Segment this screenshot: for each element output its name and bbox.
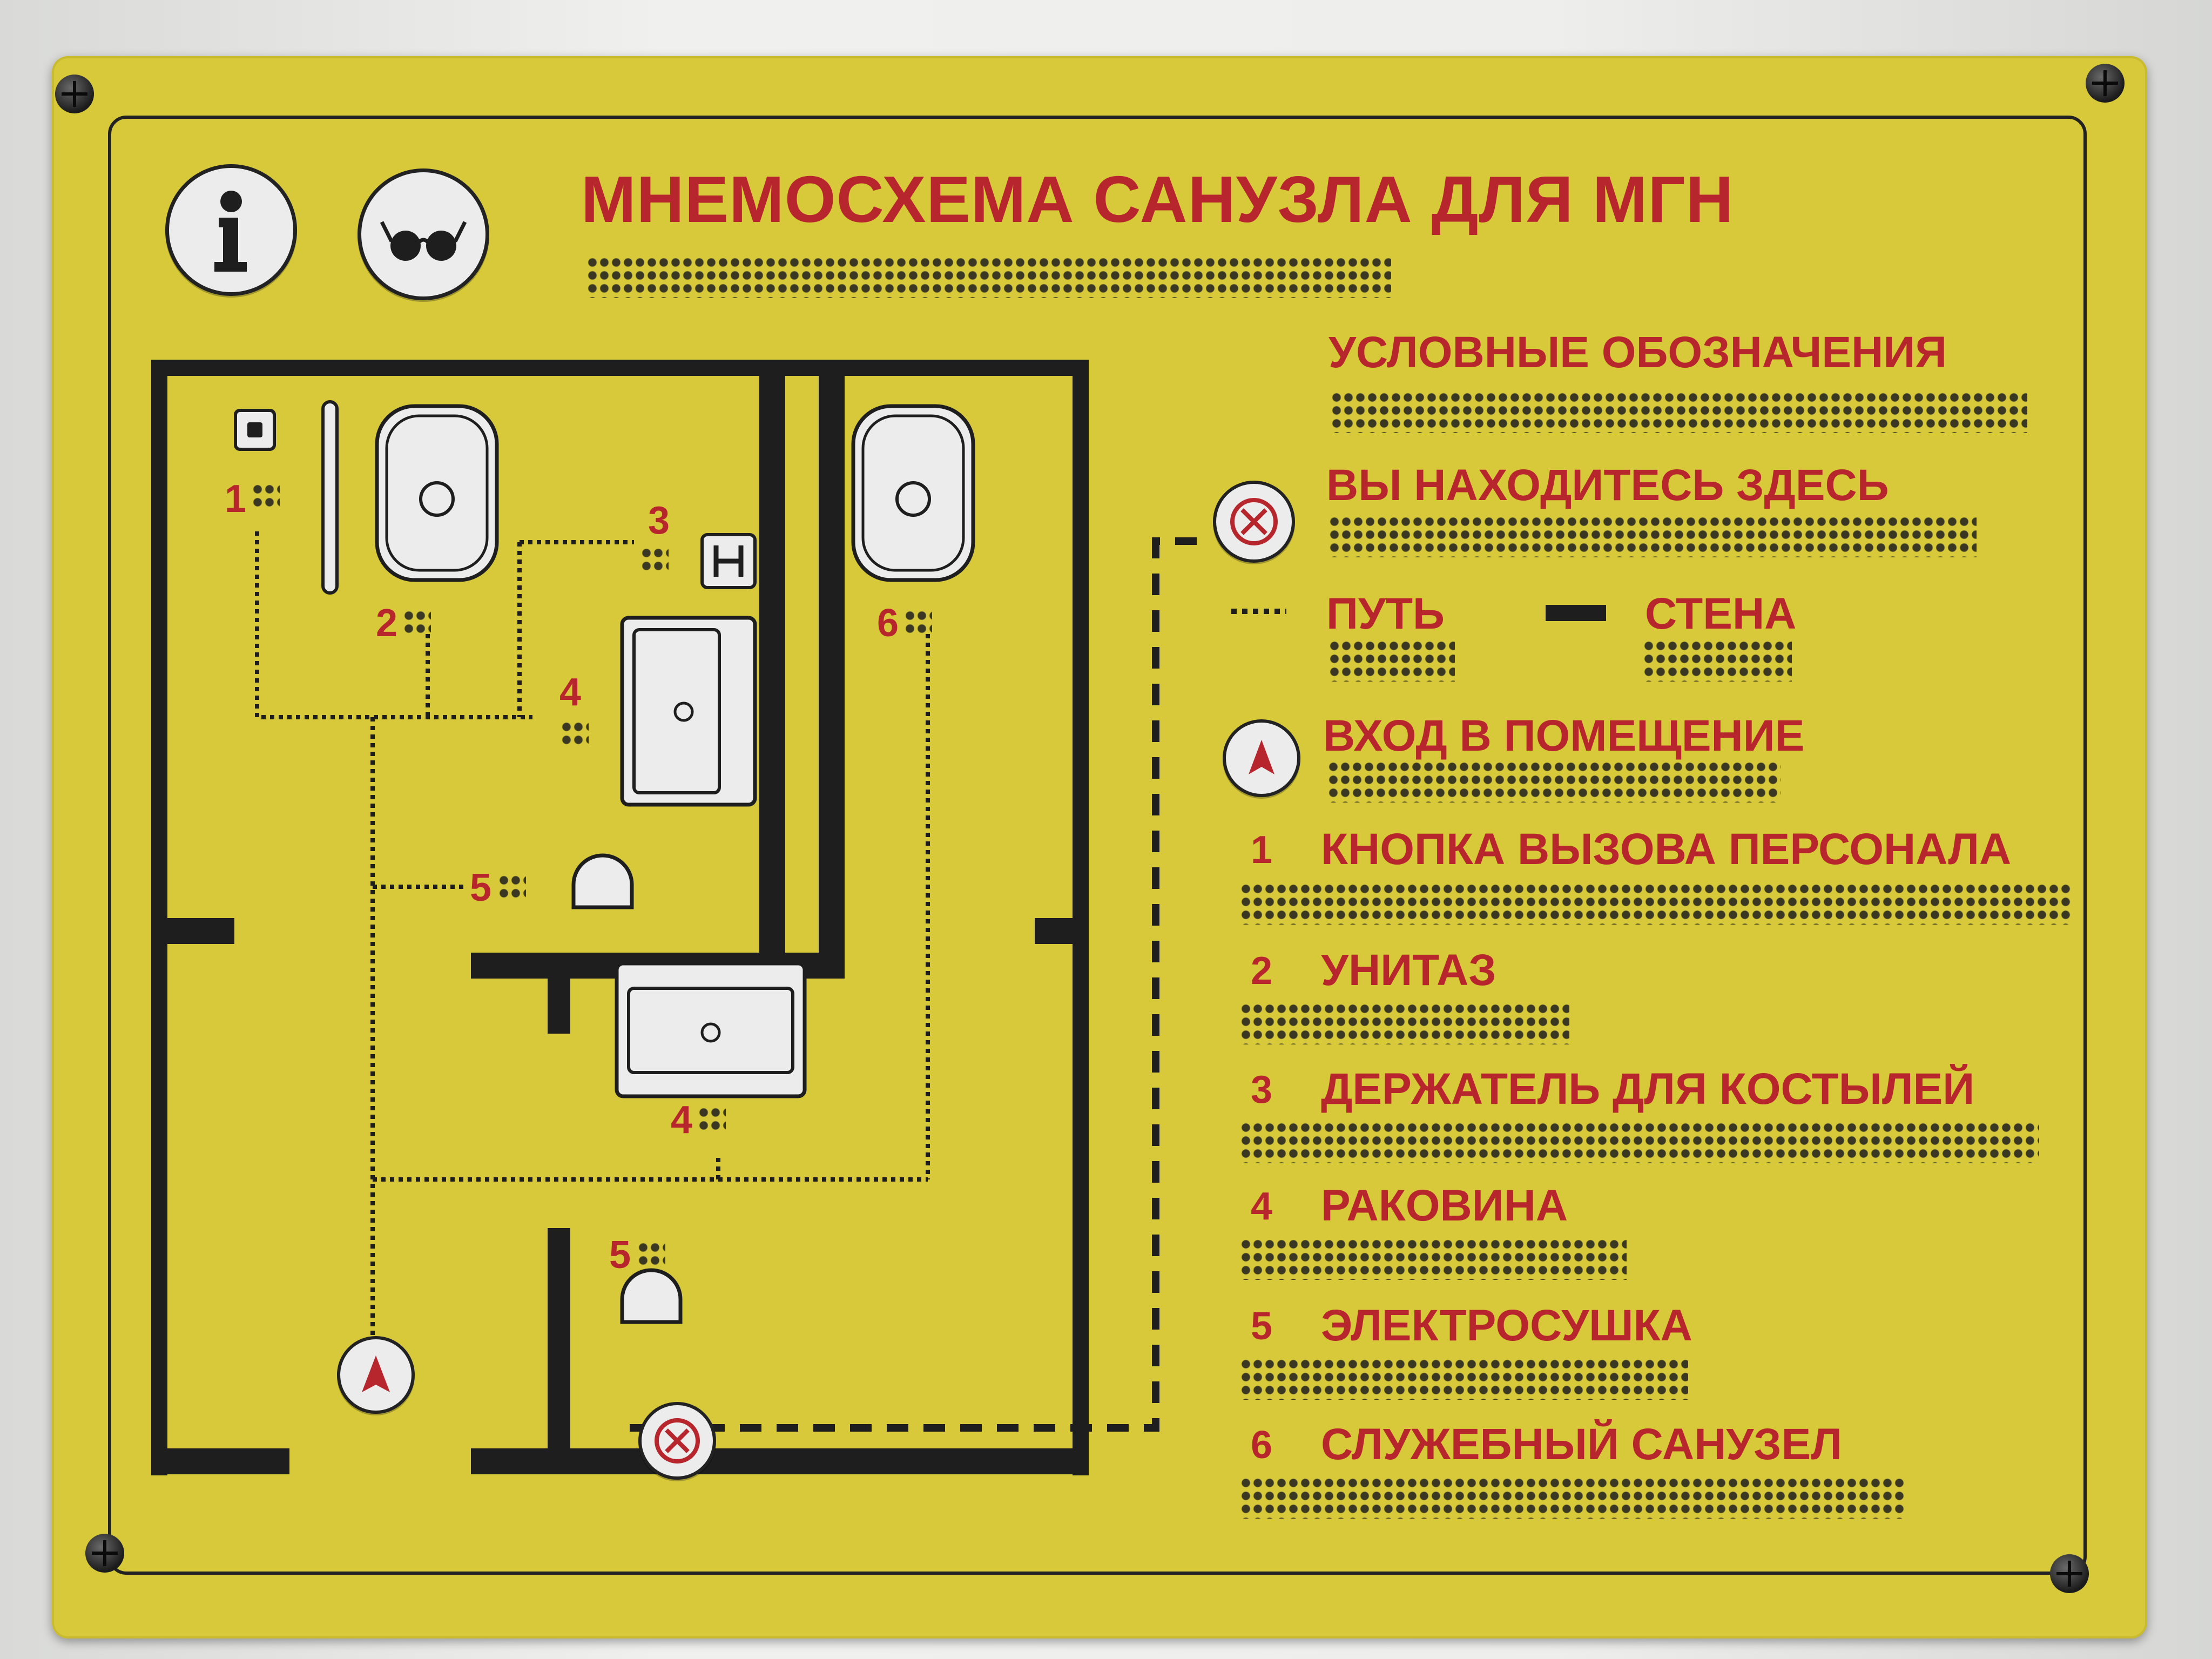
legend-item-label: КНОПКА ВЫЗОВА ПЕРСОНАЛА (1321, 825, 2012, 874)
braille-item (1240, 1476, 1904, 1519)
legend-entrance: ВХОД В ПОМЕЩЕНИЕ (1323, 711, 1805, 760)
braille-map-label (252, 483, 280, 510)
legend-path: ПУТЬ (1326, 589, 1445, 638)
braille-item (1240, 882, 2072, 925)
map-number: 3 (648, 499, 670, 542)
map-number: 1 (225, 477, 247, 521)
braille-map-label (403, 609, 431, 636)
tactile-sign-plate: МНЕМОСХЕМА САНУЗЛА ДЛЯ МГН (52, 56, 2147, 1638)
legend-item-label: РАКОВИНА (1321, 1181, 1568, 1230)
legend-you-are-here: ВЫ НАХОДИТЕСЬ ЗДЕСЬ (1326, 461, 1889, 510)
you-are-here-marker-icon (638, 1402, 716, 1480)
braille-map-label (637, 1241, 665, 1268)
legend-item-number: 6 (1250, 1424, 1273, 1467)
legend-item-number: 3 (1250, 1068, 1273, 1111)
legend-wall: СТЕНА (1645, 589, 1797, 638)
braille-wall (1643, 639, 1792, 682)
braille-map-label (498, 874, 526, 901)
floor-plan (151, 360, 1606, 1475)
braille-map-label (698, 1106, 726, 1133)
braille-item (1240, 1238, 1627, 1280)
legend-item-label: СЛУЖЕБНЫЙ САНУЗЕЛ (1321, 1420, 1842, 1469)
braille-you-are-here (1328, 515, 1977, 557)
plate-border (108, 116, 2087, 1575)
braille-title (586, 256, 1391, 298)
info-icon (165, 164, 297, 296)
legend-item-number: 4 (1250, 1185, 1273, 1228)
braille-map-label (561, 720, 589, 747)
map-number: 2 (376, 602, 398, 645)
you-are-here-legend-icon (1213, 481, 1295, 563)
braille-path (1328, 639, 1455, 682)
entrance-marker-icon (337, 1336, 415, 1414)
map-number: 5 (470, 866, 492, 909)
map-number: 6 (877, 602, 899, 645)
map-number: 5 (609, 1233, 631, 1277)
screw-icon (85, 1534, 124, 1573)
braille-item (1240, 1121, 2039, 1163)
legend-heading: УСЛОВНЫЕ ОБОЗНАЧЕНИЯ (1328, 328, 1947, 377)
legend-item-number: 1 (1250, 828, 1273, 872)
screw-icon (2050, 1554, 2089, 1593)
screw-icon (55, 75, 94, 113)
legend-item-number: 5 (1250, 1305, 1273, 1348)
legend-item-label: ЭЛЕКТРОСУШКА (1321, 1301, 1692, 1350)
map-number: 4 (559, 671, 582, 714)
braille-item (1240, 1358, 1688, 1400)
visually-impaired-glasses-icon (358, 168, 489, 300)
entrance-legend-icon (1223, 719, 1300, 797)
braille-legend-heading (1331, 391, 2027, 433)
screw-icon (2086, 64, 2125, 103)
legend-item-label: УНИТАЗ (1321, 946, 1496, 995)
braille-map-label (904, 609, 932, 636)
legend-item-number: 2 (1250, 949, 1273, 993)
sign-title: МНЕМОСХЕМА САНУЗЛА ДЛЯ МГН (581, 163, 1734, 236)
map-number: 4 (671, 1098, 693, 1142)
legend-item-label: ДЕРЖАТЕЛЬ ДЛЯ КОСТЫЛЕЙ (1321, 1064, 1975, 1114)
braille-item (1240, 1002, 1569, 1044)
braille-entrance (1327, 760, 1781, 802)
braille-map-label (640, 547, 669, 574)
